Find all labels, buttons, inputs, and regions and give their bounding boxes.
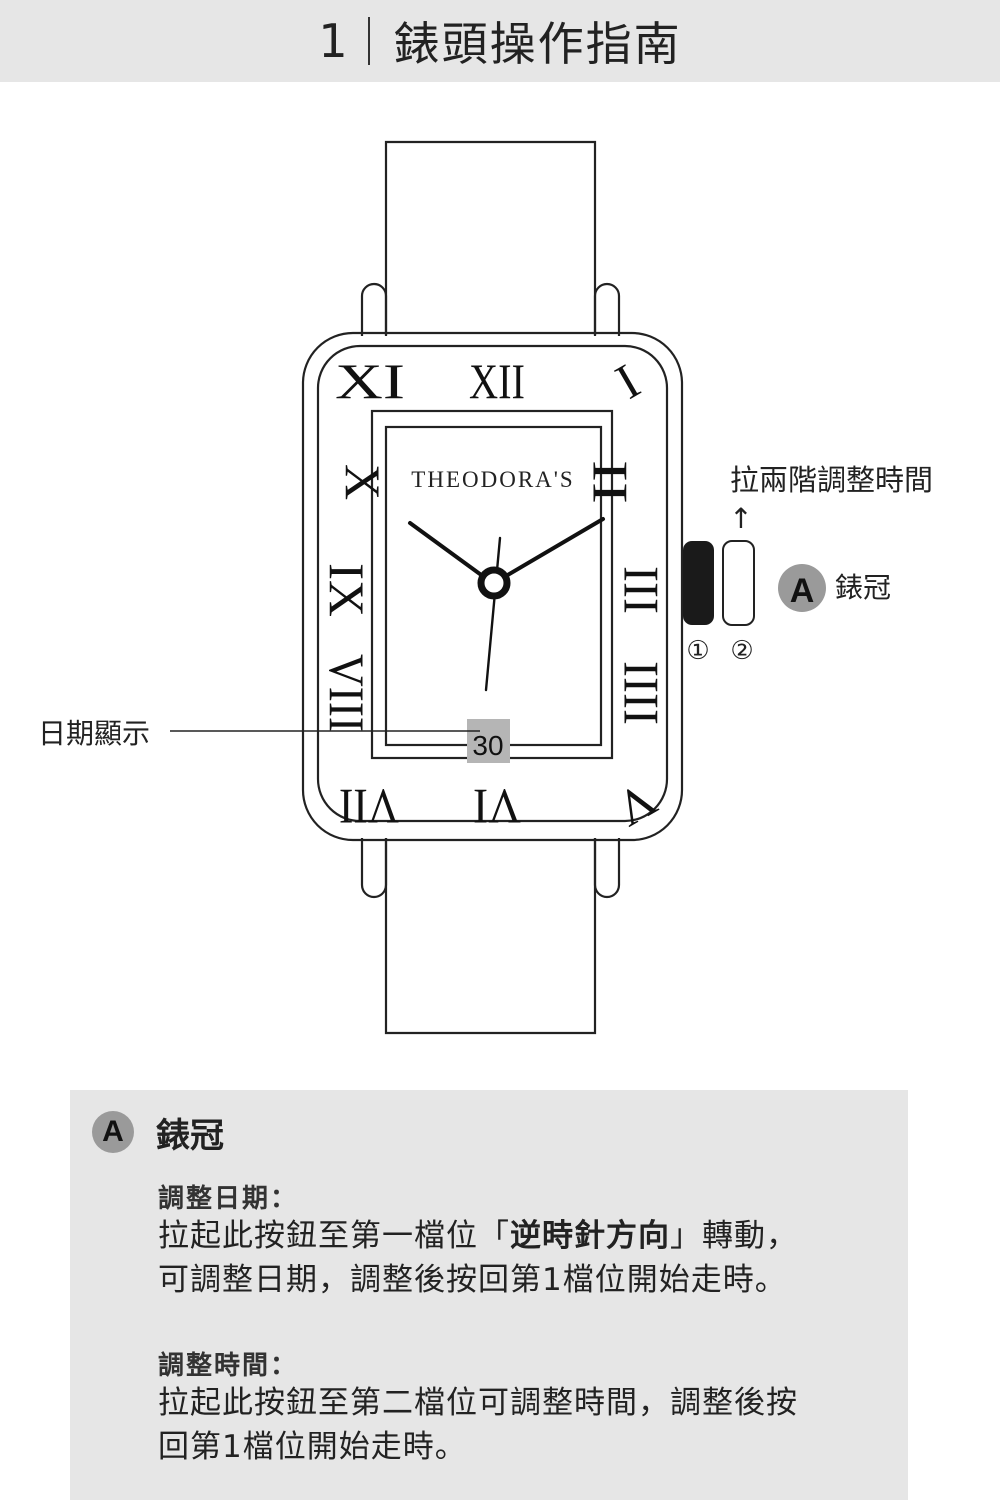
page-title: 錶頭操作指南 [393,17,682,71]
watch-diagram: THEODORA'S XI XII I X II IX III VIII III… [38,140,933,1035]
header-bar: 1 錶頭操作指南 [0,0,1000,82]
numeral-x: X [335,464,391,500]
adjust-time-line-1: 拉起此按鈕至第二檔位可調整時間，調整後按 [158,1385,798,1421]
crown-position-1-shape [683,541,714,625]
crown-badge-letter: A [790,572,815,610]
numeral-v: V [607,771,666,838]
hand-pivot [477,566,511,600]
adjust-date-line-1: 拉起此按鈕至第一檔位「逆時針方向」轉動， [158,1218,798,1254]
adjust-time-heading: 調整時間： [158,1351,299,1381]
hour-hand [408,521,486,579]
instruction-panel: A 錶冠 調整日期： 拉起此按鈕至第一檔位「逆時針方向」轉動， 可調整日期，調整… [70,1090,908,1500]
numeral-ix: IX [319,563,375,617]
numeral-viii: VIII [319,654,375,732]
adjust-date-text: 拉起此按鈕至第一檔位「逆時針方向」轉動， 可調整日期，調整後按回第1檔位開始走時… [158,1214,898,1302]
numeral-xi: XI [335,353,405,409]
numeral-vi: VI [473,779,521,835]
date-display-label: 日期顯示 [38,717,150,750]
panel-header: A 錶冠 [92,1110,224,1156]
up-arrow-icon: ↑ [729,502,752,535]
adjust-date-line-2: 可調整日期，調整後按回第1檔位開始走時。 [158,1262,787,1298]
lug-bottom-left [360,838,388,899]
numeral-iii: III [612,566,668,614]
panel-badge-icon: A [92,1111,134,1153]
title-divider [367,17,370,65]
panel-title: 錶冠 [156,1115,224,1156]
counterclockwise-emphasis: 逆時針方向 [510,1218,670,1254]
crown-position-1-label: ① [686,636,709,666]
numeral-xii: XII [469,353,525,409]
watch-case [301,331,684,842]
header-title-group: 1 錶頭操作指南 [0,0,1000,82]
lug-bottom-right [593,838,621,899]
watch-bezel [316,344,669,823]
second-hand [484,536,502,692]
numeral-i: I [606,353,648,410]
crown-badge-icon [778,564,826,612]
minute-hand [504,517,605,578]
date-value: 30 [472,730,503,761]
lug-top-left [360,282,388,336]
lug-top-right [593,282,621,336]
brand-logo: THEODORA'S [411,467,574,492]
adjust-date-heading: 調整日期： [158,1184,299,1214]
date-window [467,719,510,763]
numeral-vii: VII [339,779,399,835]
crown-label: 錶冠 [835,571,891,604]
adjust-time-line-2: 回第1檔位開始走時。 [158,1429,467,1465]
crown-position-2-shape [722,540,755,626]
numeral-iv: IIII [612,661,668,725]
lower-strap [384,838,597,1035]
crown-pull-instruction: 拉兩階調整時間 [730,463,933,497]
upper-strap [384,140,597,335]
numeral-ii: II [581,460,637,504]
crown-position-2-label: ② [730,636,753,666]
section-number: 1 [318,14,350,68]
adjust-time-text: 拉起此按鈕至第二檔位可調整時間，調整後按 回第1檔位開始走時。 [158,1381,898,1469]
